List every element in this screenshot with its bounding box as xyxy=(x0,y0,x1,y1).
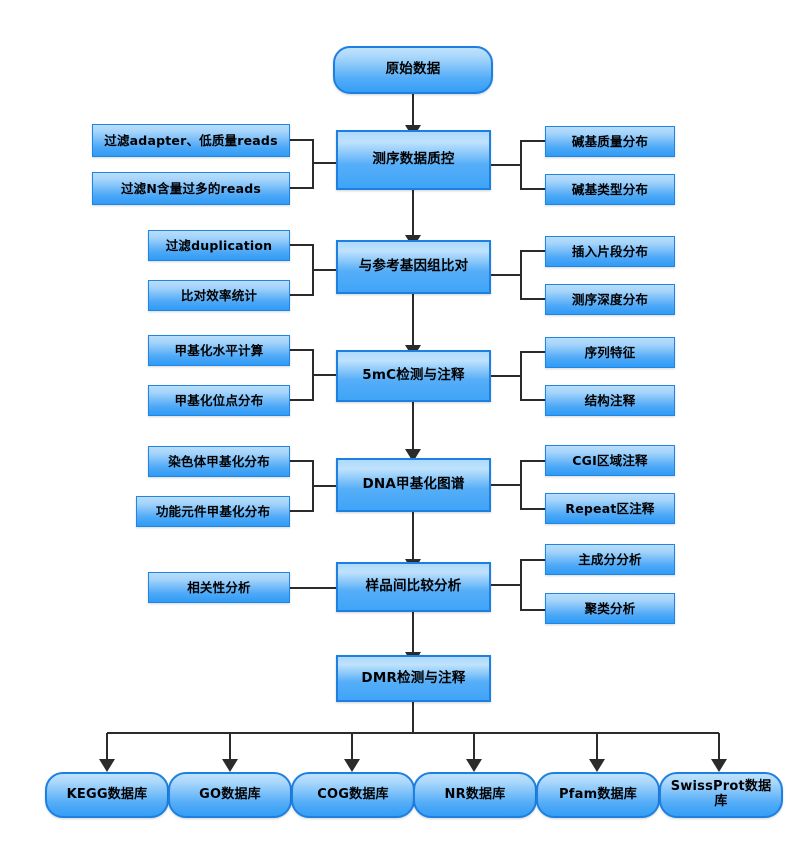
node-start[interactable]: 原始数据 xyxy=(333,46,493,94)
node-5mc-left-1[interactable]: 甲基化水平计算 xyxy=(148,335,290,366)
node-main-5mc-label: 5mC检测与注释 xyxy=(362,367,465,384)
node-db-kegg[interactable]: KEGG数据库 xyxy=(45,772,169,818)
node-db-go-label: GO数据库 xyxy=(199,786,261,802)
node-align-left-1[interactable]: 过滤duplication xyxy=(148,230,290,261)
node-db-cog-label: COG数据库 xyxy=(317,786,389,802)
node-map-right-1-label: CGI区域注释 xyxy=(572,452,648,468)
node-map-right-2-label: Repeat区注释 xyxy=(565,500,655,516)
node-map-right-1[interactable]: CGI区域注释 xyxy=(545,445,675,476)
node-main-qc[interactable]: 测序数据质控 xyxy=(336,130,491,190)
node-map-left-1[interactable]: 染色体甲基化分布 xyxy=(148,446,290,477)
node-align-right-2-label: 测序深度分布 xyxy=(571,291,649,307)
node-main-map[interactable]: DNA甲基化图谱 xyxy=(336,458,491,512)
node-main-compare[interactable]: 样品间比较分析 xyxy=(336,562,491,612)
node-align-right-1-label: 插入片段分布 xyxy=(571,243,649,259)
node-5mc-left-2[interactable]: 甲基化位点分布 xyxy=(148,385,290,416)
node-5mc-left-2-label: 甲基化位点分布 xyxy=(174,392,264,408)
node-db-nr-label: NR数据库 xyxy=(444,786,506,802)
node-db-nr[interactable]: NR数据库 xyxy=(413,772,537,818)
node-5mc-right-2[interactable]: 结构注释 xyxy=(545,385,675,416)
node-main-align-label: 与参考基因组比对 xyxy=(358,258,469,275)
node-qc-left-1-label: 过滤adapter、低质量reads xyxy=(104,132,278,148)
node-5mc-right-2-label: 结构注释 xyxy=(584,392,636,408)
node-db-cog[interactable]: COG数据库 xyxy=(291,772,415,818)
node-compare-right-2-label: 聚类分析 xyxy=(584,600,636,616)
node-db-swissprot[interactable]: SwissProt数据库 xyxy=(659,772,783,818)
node-qc-right-1-label: 碱基质量分布 xyxy=(571,133,649,149)
node-qc-left-2-label: 过滤N含量过多的reads xyxy=(120,180,262,196)
node-qc-right-2[interactable]: 碱基类型分布 xyxy=(545,174,675,205)
node-start-label: 原始数据 xyxy=(385,61,441,78)
node-final-dmr[interactable]: DMR检测与注释 xyxy=(336,655,491,702)
node-map-right-2[interactable]: Repeat区注释 xyxy=(545,493,675,524)
node-db-swissprot-label: SwissProt数据库 xyxy=(670,779,772,809)
node-5mc-left-1-label: 甲基化水平计算 xyxy=(174,342,264,358)
node-align-left-2-label: 比对效率统计 xyxy=(180,287,258,303)
node-qc-right-2-label: 碱基类型分布 xyxy=(571,181,649,197)
node-qc-left-2[interactable]: 过滤N含量过多的reads xyxy=(92,172,290,205)
node-main-5mc[interactable]: 5mC检测与注释 xyxy=(336,350,491,402)
node-db-pfam[interactable]: Pfam数据库 xyxy=(536,772,660,818)
node-main-compare-label: 样品间比较分析 xyxy=(365,578,462,595)
node-qc-left-1[interactable]: 过滤adapter、低质量reads xyxy=(92,124,290,157)
node-map-left-2-label: 功能元件甲基化分布 xyxy=(155,503,271,519)
node-compare-left-1[interactable]: 相关性分析 xyxy=(148,572,290,603)
node-db-go[interactable]: GO数据库 xyxy=(168,772,292,818)
node-compare-right-1[interactable]: 主成分分析 xyxy=(545,544,675,575)
node-5mc-right-1[interactable]: 序列特征 xyxy=(545,337,675,368)
node-align-right-1[interactable]: 插入片段分布 xyxy=(545,236,675,267)
node-db-pfam-label: Pfam数据库 xyxy=(559,786,637,802)
node-compare-left-1-label: 相关性分析 xyxy=(187,579,251,595)
node-db-kegg-label: KEGG数据库 xyxy=(66,786,148,802)
node-map-left-2[interactable]: 功能元件甲基化分布 xyxy=(136,496,290,527)
node-main-qc-label: 测序数据质控 xyxy=(372,151,455,168)
node-5mc-right-1-label: 序列特征 xyxy=(584,344,636,360)
node-map-left-1-label: 染色体甲基化分布 xyxy=(168,453,270,469)
node-main-align[interactable]: 与参考基因组比对 xyxy=(336,240,491,294)
node-final-dmr-label: DMR检测与注释 xyxy=(361,669,466,686)
node-qc-right-1[interactable]: 碱基质量分布 xyxy=(545,126,675,157)
node-compare-right-2[interactable]: 聚类分析 xyxy=(545,593,675,624)
node-align-left-1-label: 过滤duplication xyxy=(165,237,273,253)
node-compare-right-1-label: 主成分分析 xyxy=(578,551,642,567)
node-align-right-2[interactable]: 测序深度分布 xyxy=(545,284,675,315)
node-main-map-label: DNA甲基化图谱 xyxy=(362,476,465,493)
node-align-left-2[interactable]: 比对效率统计 xyxy=(148,280,290,311)
